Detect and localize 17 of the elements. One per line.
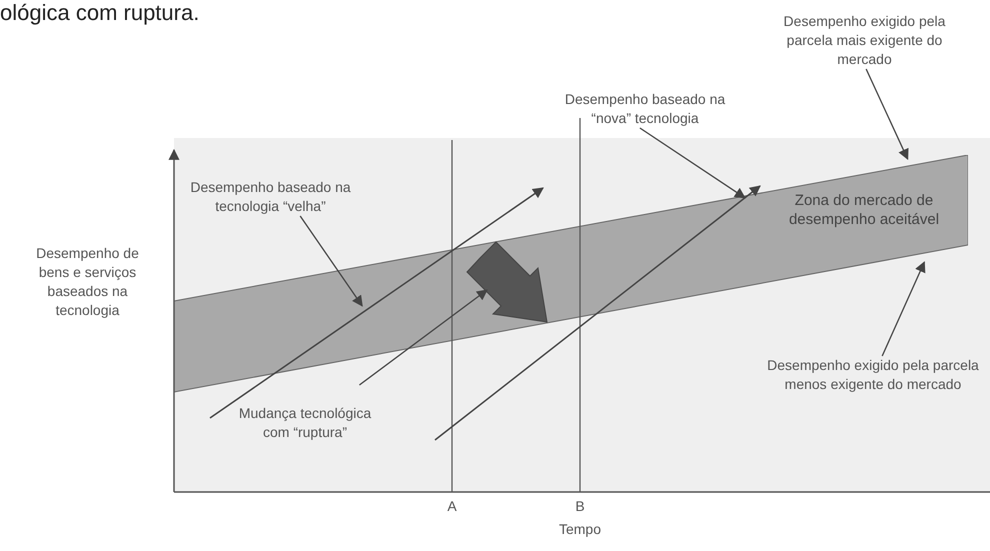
- annotation-text: Desempenho baseado na tecnologia “velha”: [188, 178, 353, 216]
- tick-label: A: [446, 497, 458, 516]
- thick-arrow: [466, 241, 548, 323]
- band-label: Zona do mercado de desempenho aceitável: [788, 191, 940, 229]
- axis-label: Tempo: [558, 520, 602, 539]
- annotation-text: Desempenho exigido pela parcela mais exigente do mercado: [782, 12, 947, 69]
- leader-line: [359, 289, 488, 386]
- annotation-text: Desempenho baseado na “nova” tecnologia: [560, 90, 730, 128]
- caption-text: ológica com ruptura.: [0, 0, 200, 26]
- annotation-text: Mudança tecnológica com “ruptura”: [225, 404, 385, 442]
- annotation-text: Desempenho exigido pela parcela menos exigente do mercado: [758, 356, 988, 394]
- axis-label: Desempenho de bens e serviços baseados na tecnologia: [35, 244, 140, 320]
- leader-line: [640, 127, 746, 198]
- tick-label: B: [574, 497, 586, 516]
- leader-line: [882, 261, 926, 356]
- leader-line: [866, 68, 908, 160]
- leader-line: [300, 216, 363, 307]
